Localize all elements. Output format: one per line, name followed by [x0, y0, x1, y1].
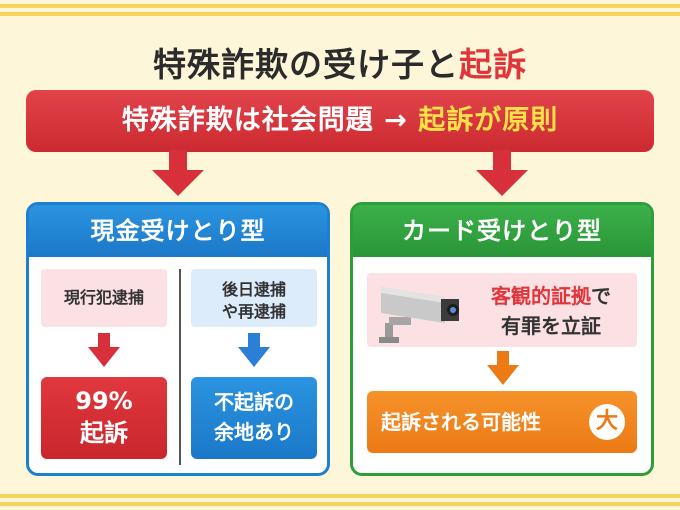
principle-banner: 特殊詐欺は社会問題 → 起訴が原則 [26, 90, 654, 152]
card-receipt-panel: カード受けとり型 客観的証拠で 有罪を立証 起訴される可能性 大 [350, 202, 654, 476]
top-stripe-2 [0, 12, 680, 16]
non-prosecution-result: 不起訴の 余地あり [191, 377, 317, 459]
cash-panel-heading: 現金受けとり型 [29, 205, 327, 257]
prove-guilt: 有罪を立証 [501, 314, 601, 338]
later-arrest-line2: や再逮捕 [221, 302, 286, 321]
later-arrest-box: 後日逮捕 や再逮捕 [191, 269, 317, 327]
security-camera-icon [379, 287, 459, 343]
later-arrest-line1: 後日逮捕 [221, 280, 286, 299]
non-prosecution-line2: 余地あり [214, 420, 294, 444]
high-indictment-likelihood: 起訴される可能性 大 [367, 391, 637, 453]
likelihood-text: 起訴される可能性 [381, 410, 541, 434]
title-accent: 起訴 [459, 45, 527, 84]
arrow-down-icon [487, 351, 519, 385]
arrow-down-icon [238, 333, 270, 367]
cash-receipt-panel: 現金受けとり型 現行犯逮捕 99% 起訴 後日逮捕 や再逮捕 不起訴の 余地あり [26, 202, 330, 476]
page-title: 特殊詐欺の受け子と起訴 [0, 38, 680, 86]
bottom-stripe-2 [0, 502, 680, 506]
panel-divider [179, 269, 181, 465]
indictment-99-result: 99% 起訴 [41, 377, 167, 459]
banner-highlight: 起訴が原則 [418, 105, 559, 136]
evidence-box: 客観的証拠で 有罪を立証 [367, 273, 637, 347]
top-stripe [0, 4, 680, 8]
objective-evidence: 客観的証拠 [491, 284, 591, 308]
result-percent: 99% [75, 387, 133, 415]
in-flagrante-arrest-label: 現行犯逮捕 [63, 288, 144, 307]
banner-text: 特殊詐欺は社会問題 → [121, 105, 419, 136]
evidence-suffix: で [591, 284, 611, 308]
large-badge: 大 [589, 404, 625, 440]
evidence-text: 客観的証拠で 有罪を立証 [471, 281, 631, 341]
arrow-down-icon [152, 150, 204, 196]
card-panel-heading: カード受けとり型 [353, 205, 651, 257]
result-indictment: 起訴 [80, 419, 128, 447]
arrow-down-icon [476, 150, 528, 196]
non-prosecution-line1: 不起訴の [214, 390, 294, 414]
title-main: 特殊詐欺の受け子と [153, 45, 459, 84]
arrow-down-icon [88, 333, 120, 367]
in-flagrante-arrest-box: 現行犯逮捕 [41, 269, 167, 327]
bottom-stripe [0, 494, 680, 498]
